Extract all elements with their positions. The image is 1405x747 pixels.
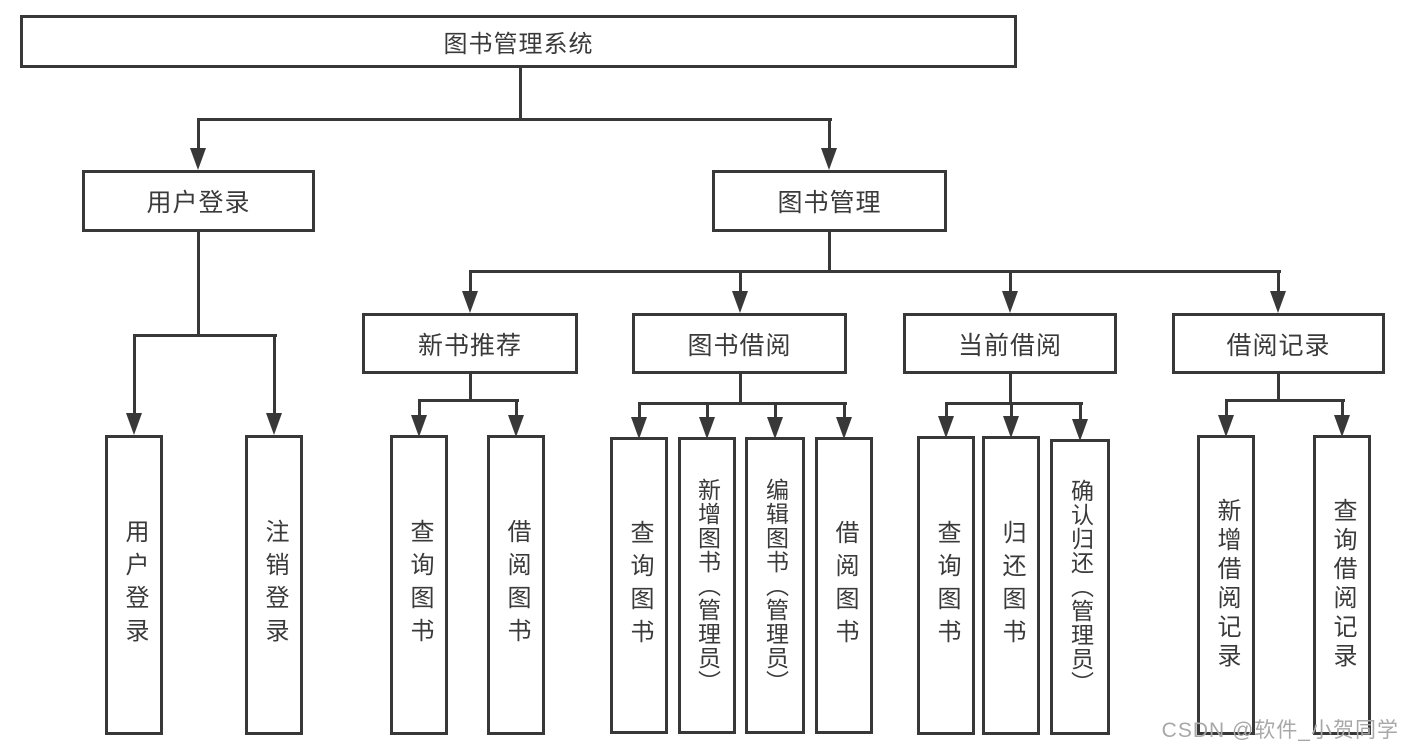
node-library-management-system: 图书管理系统	[20, 15, 1017, 68]
arrow-down-icon	[190, 148, 206, 170]
node-label: 借阅图书	[831, 519, 858, 652]
connector-line	[1010, 403, 1013, 418]
node-label: 当前借阅	[957, 331, 1062, 360]
node-add-book-admin: 新增图书（管理员）	[678, 437, 736, 734]
connector-line	[774, 403, 777, 419]
connector-line	[739, 374, 742, 405]
node-confirm-return-admin: 确认归还（管理员）	[1050, 439, 1110, 735]
connector-line	[706, 403, 709, 419]
connector-line	[828, 232, 831, 273]
arrow-down-icon	[411, 415, 427, 437]
connector-line	[133, 335, 136, 415]
node-label: 图书管理	[777, 189, 882, 217]
node-add-borrow-record: 新增借阅记录	[1197, 435, 1255, 735]
arrow-down-icon	[1334, 415, 1350, 437]
connector-line	[739, 271, 742, 293]
connector-line	[1225, 400, 1228, 417]
connector-line	[197, 118, 832, 121]
node-return-books: 归还图书	[982, 436, 1040, 735]
node-label: 查询借阅记录	[1329, 498, 1356, 672]
connector-line	[519, 68, 522, 121]
node-user-login-leaf: 用户登录	[105, 435, 163, 735]
arrow-down-icon	[836, 417, 852, 439]
node-new-book-recommendation: 新书推荐	[362, 313, 578, 374]
node-book-management: 图书管理	[712, 170, 947, 232]
connector-line	[197, 119, 200, 150]
arrow-down-icon	[767, 417, 783, 439]
node-label: 借阅记录	[1226, 331, 1331, 360]
connector-line	[1341, 400, 1344, 417]
connector-line	[469, 374, 472, 402]
node-borrowing-records: 借阅记录	[1172, 313, 1385, 374]
node-borrow-books-leaf: 借阅图书	[815, 437, 873, 734]
connector-line	[273, 335, 276, 415]
arrow-down-icon	[508, 415, 524, 437]
node-label: 图书管理系统	[443, 31, 594, 58]
node-label: 新增借阅记录	[1213, 498, 1240, 672]
connector-line	[638, 403, 641, 419]
arrow-down-icon	[821, 148, 837, 170]
connector-line	[469, 271, 472, 293]
connector-line	[133, 334, 277, 337]
connector-line	[418, 399, 519, 402]
node-label: 查询图书	[406, 519, 433, 651]
node-query-books-borrowing: 查询图书	[610, 437, 668, 734]
node-query-books-current: 查询图书	[917, 436, 975, 735]
arrow-down-icon	[1072, 419, 1088, 441]
node-borrow-books-recommend: 借阅图书	[487, 435, 545, 735]
node-label: 查询图书	[933, 519, 960, 652]
connector-line	[515, 400, 518, 417]
connector-line	[1079, 403, 1082, 421]
node-query-books-recommend: 查询图书	[390, 435, 448, 735]
connector-line	[1277, 271, 1280, 293]
connector-line	[197, 232, 200, 337]
connector-line	[945, 402, 1083, 405]
arrow-down-icon	[1270, 291, 1286, 313]
node-logout: 注销登录	[245, 435, 303, 735]
node-book-borrowing: 图书借阅	[632, 313, 847, 374]
connector-line	[1277, 374, 1280, 402]
connector-line	[843, 403, 846, 419]
connector-line	[1009, 271, 1012, 293]
node-label: 用户登录	[146, 189, 251, 217]
arrow-down-icon	[462, 291, 478, 313]
watermark: CSDN @软件_小贺同学	[1161, 719, 1399, 742]
node-label: 编辑图书（管理员）	[762, 477, 789, 694]
connector-line	[418, 400, 421, 417]
arrow-down-icon	[126, 413, 142, 435]
connector-line	[1009, 374, 1012, 405]
arrow-down-icon	[1002, 291, 1018, 313]
node-label: 新增图书（管理员）	[694, 477, 721, 694]
node-label: 借阅图书	[503, 519, 530, 651]
node-edit-book-admin: 编辑图书（管理员）	[745, 437, 805, 734]
node-label: 图书借阅	[687, 331, 792, 360]
connector-line	[469, 270, 1281, 273]
node-label: 新书推荐	[417, 331, 522, 360]
node-current-borrowing: 当前借阅	[903, 313, 1117, 374]
connector-line	[638, 402, 847, 405]
arrow-down-icon	[631, 417, 647, 439]
arrow-down-icon	[1218, 415, 1234, 437]
arrow-down-icon	[699, 417, 715, 439]
node-label: 归还图书	[998, 519, 1025, 652]
connector-line	[828, 119, 831, 150]
node-label: 查询图书	[626, 519, 653, 652]
connector-line	[945, 403, 948, 418]
node-query-borrow-record: 查询借阅记录	[1313, 435, 1371, 735]
node-label: 用户登录	[121, 519, 148, 651]
arrow-down-icon	[1003, 416, 1019, 438]
connector-line	[1225, 399, 1345, 402]
node-user-login: 用户登录	[82, 170, 315, 232]
arrow-down-icon	[938, 416, 954, 438]
arrow-down-icon	[266, 413, 282, 435]
node-label: 注销登录	[261, 519, 288, 651]
arrow-down-icon	[732, 291, 748, 313]
node-label: 确认归还（管理员）	[1067, 479, 1094, 695]
